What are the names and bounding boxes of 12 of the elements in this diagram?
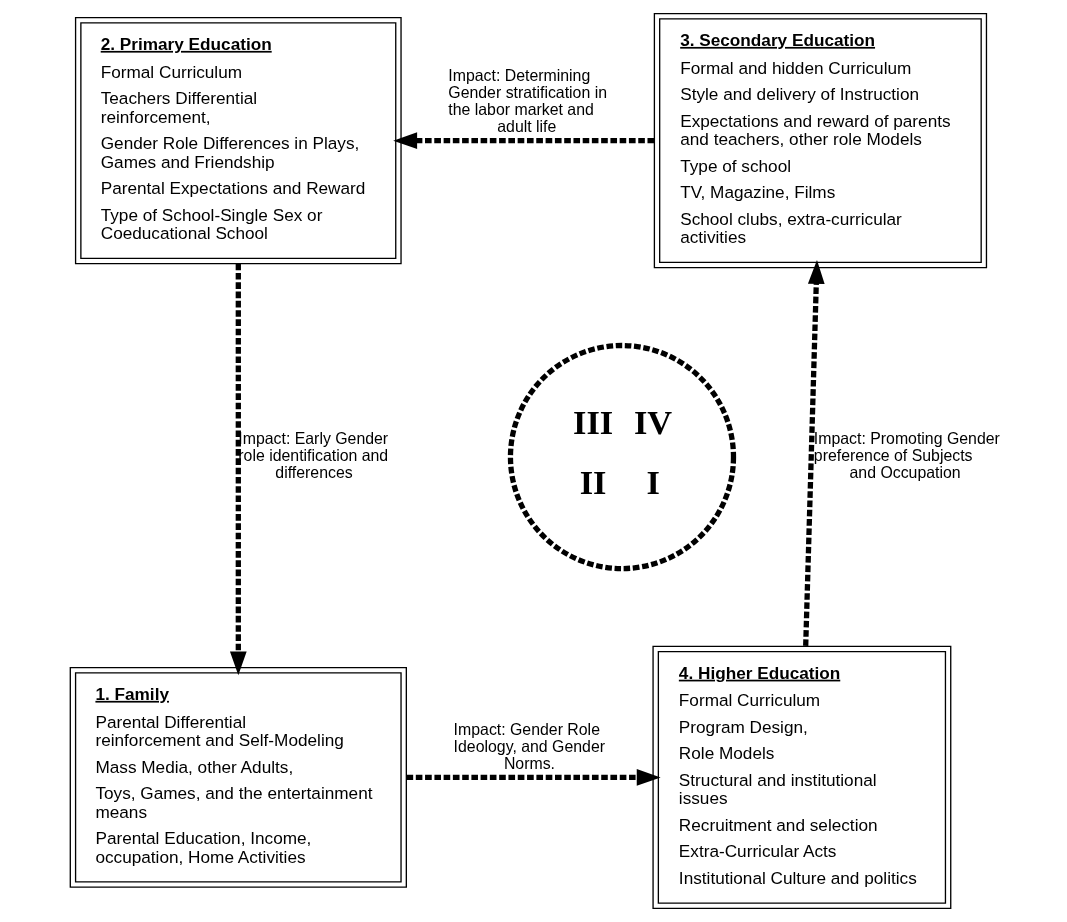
edge-label: Impact: Determining Gender stratification in the labor market and adult life	[447, 66, 607, 136]
node-box: 1. Family Parental Differential reinforcement and Self-Modeling Mass Media, other Adults, Toys, Games, and the entertainment means Parental Education, Income, occupation, Home Activities	[69, 666, 407, 888]
node-box: 4. Higher Education Formal Curriculum Program Design, Role Models Structural and institutional issues Recruitment and selection Extra-Curricular Acts Institutional Culture and politics	[651, 645, 951, 909]
node-circle: III IV II I	[507, 342, 736, 572]
arrow	[802, 260, 825, 646]
arrow	[406, 769, 661, 786]
edge-label: Impact: Promoting Gender preference of Subjects and Occupation	[813, 429, 1000, 482]
node-box: 2. Primary Education Formal Curriculum Teachers Differential reinforcement, Gender Role Differences in Plays, Games and Friendship Parental Expectations and Reward Type of School-Single Sex or Coeducational School	[74, 16, 402, 265]
arrow	[392, 132, 654, 149]
node-box: 3. Secondary Education Formal and hidden Curriculum Style and delivery of Instruction Expectations and reward of parents and teachers, other role Models Type of school TV, Magazine, Films School clubs, extra-curricular activities	[653, 13, 987, 269]
arrow	[229, 263, 247, 676]
edge-label: Impact: Gender Role Ideology, and Gender Norms.	[453, 720, 605, 772]
